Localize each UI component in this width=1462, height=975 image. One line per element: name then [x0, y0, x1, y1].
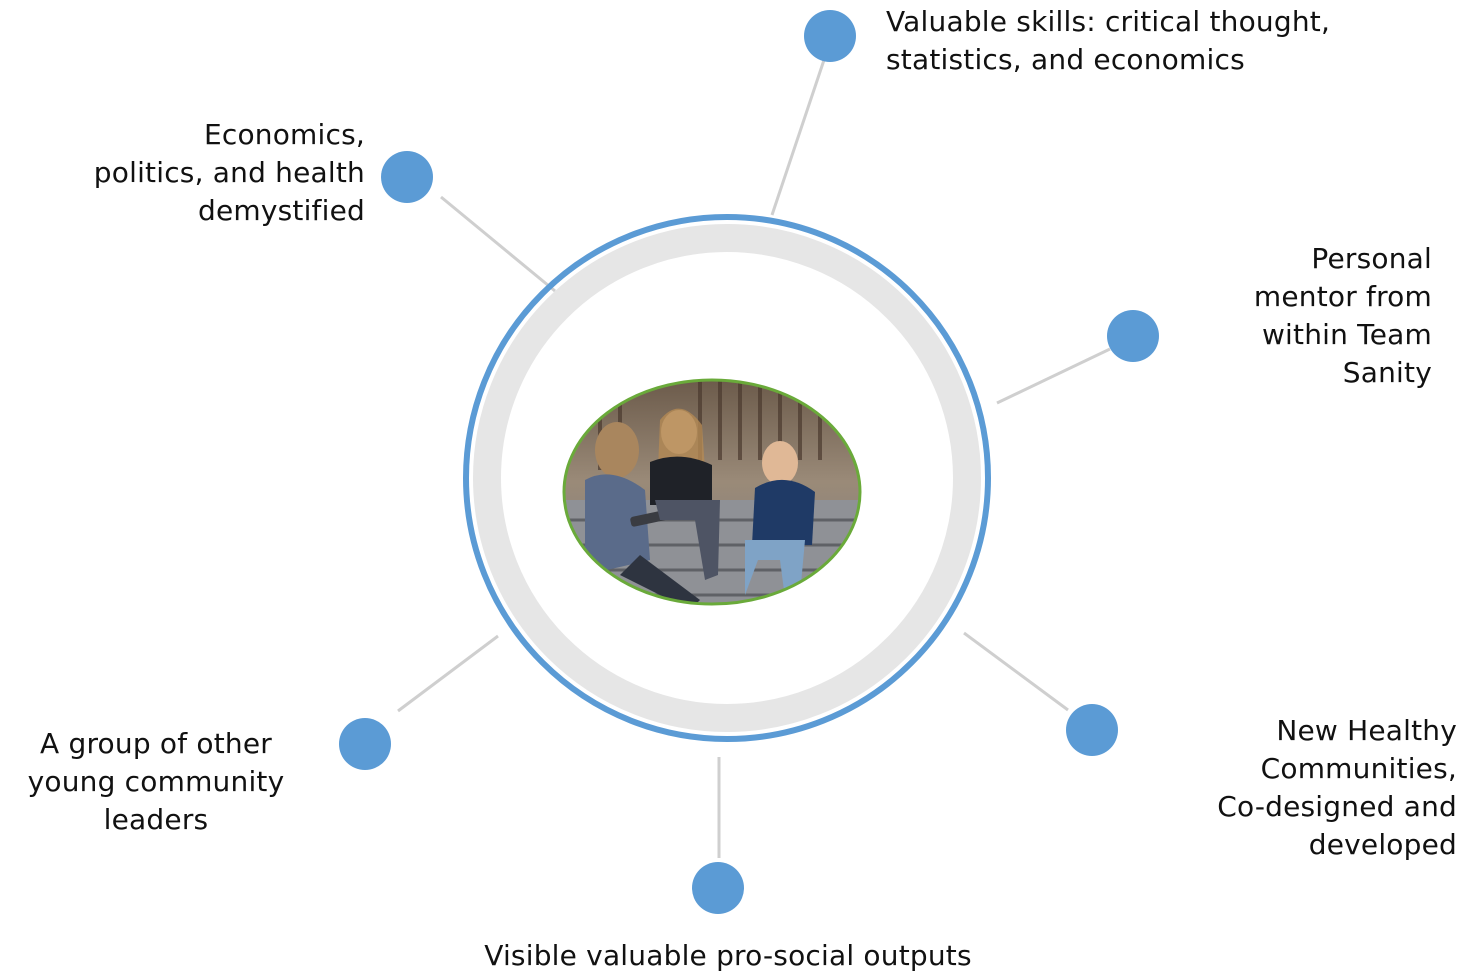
connector-skills [770, 59, 826, 216]
label-line: developed [1308, 828, 1457, 861]
connector-mentor [996, 347, 1111, 405]
label-line: politics, and health [93, 156, 365, 189]
label-line: leaders [103, 803, 209, 836]
node-outputs [692, 862, 744, 914]
label-line: statistics, and economics [886, 43, 1245, 76]
label-line: New Healthy [1276, 714, 1457, 747]
label-line: Valuable skills: critical thought, [886, 5, 1331, 38]
connector-leaders [397, 634, 499, 713]
inner-ring [473, 224, 981, 732]
label-line: Economics, [203, 118, 365, 151]
label-line: Visible valuable pro-social outputs [484, 939, 972, 972]
label-line: Co-designed and [1217, 790, 1457, 823]
label-skills: Valuable skills: critical thought, stati… [886, 3, 1330, 79]
label-outputs: Visible valuable pro-social outputs [400, 937, 1056, 975]
label-line: demystified [197, 194, 365, 227]
node-leaders [339, 718, 391, 770]
connector-demystified [440, 195, 556, 293]
node-mentor [1107, 310, 1159, 362]
label-leaders: A group of other young community leaders [8, 725, 304, 839]
label-line: within Team [1261, 318, 1432, 351]
label-line: Sanity [1342, 356, 1432, 389]
connector-lines [397, 59, 1111, 858]
label-line: A group of other [40, 727, 272, 760]
photo-border [562, 378, 862, 606]
connector-communities [963, 631, 1069, 712]
center-photo [564, 380, 860, 604]
label-demystified: Economics, politics, and health demystif… [60, 116, 365, 230]
node-skills [804, 10, 856, 62]
outer-ring [463, 214, 991, 742]
label-line: Personal [1311, 242, 1432, 275]
label-mentor: Personal mentor from within Team Sanity [1200, 240, 1432, 392]
node-communities [1066, 704, 1118, 756]
label-line: Communities, [1260, 752, 1457, 785]
label-communities: New Healthy Communities, Co-designed and… [1140, 712, 1457, 864]
label-line: young community [27, 765, 285, 798]
label-line: mentor from [1253, 280, 1432, 313]
nodes [339, 10, 1159, 914]
node-demystified [381, 151, 433, 203]
